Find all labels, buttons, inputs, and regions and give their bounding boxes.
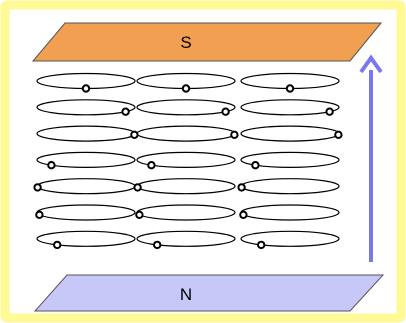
electron [53,240,62,250]
electron-orbit [240,230,340,247]
electron-orbit [36,230,136,247]
electron [135,210,144,220]
electron-orbit [136,99,236,116]
electron [230,130,239,140]
electron [325,107,334,116]
electron-orbit [240,99,340,116]
electron [237,183,246,192]
electron [251,161,260,170]
north-pole-plate [33,274,385,312]
electron [133,183,142,192]
electron [334,130,343,140]
field-direction-arrow [359,54,383,262]
electron [181,84,191,93]
electron [121,107,130,116]
electron [130,130,139,140]
electron [33,183,42,192]
electron [147,161,156,170]
electron [285,84,295,93]
orbit-grid [33,72,343,250]
electron [81,84,91,93]
electron [221,107,230,116]
south-pole-label: S [180,33,191,52]
electron [257,240,266,250]
electron [35,210,44,220]
electron-orbit [136,230,236,247]
electron-orbit [36,151,136,168]
electron-orbit [240,151,340,168]
electron [153,240,162,250]
arrow-head [359,54,383,74]
electron-orbit [136,151,236,168]
electron-orbit [36,99,136,116]
north-pole-label: N [180,285,192,304]
south-pole-plate [31,22,383,62]
electron [47,161,56,170]
electron [239,210,248,220]
